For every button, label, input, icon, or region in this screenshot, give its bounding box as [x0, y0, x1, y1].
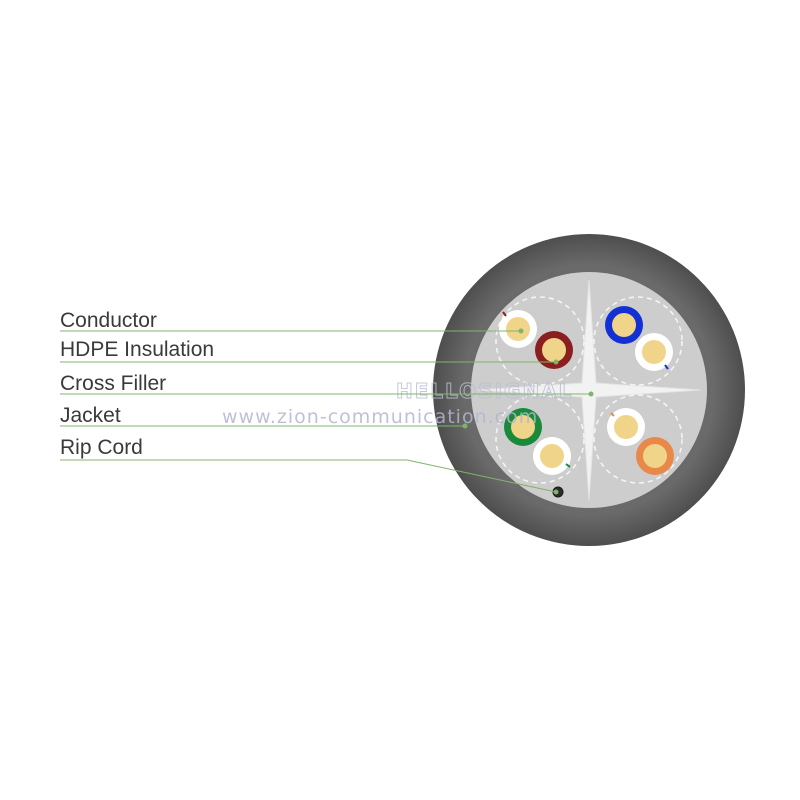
- label-conductor: Conductor: [60, 309, 157, 332]
- pair-orange: [607, 408, 674, 475]
- conductor-core: [614, 415, 638, 439]
- conductor-core: [506, 317, 530, 341]
- conductor-core: [540, 444, 564, 468]
- pair-brown: [499, 310, 573, 369]
- conductor-core: [612, 313, 636, 337]
- watermark-url: www.zion-communication.com: [222, 406, 538, 428]
- callout-cross-filler: Cross Filler: [60, 372, 594, 397]
- label-rip-cord: Rip Cord: [60, 436, 143, 459]
- cross-filler: [477, 279, 701, 501]
- conductor-core: [643, 444, 667, 468]
- label-jacket: Jacket: [60, 404, 121, 427]
- conductor-core: [542, 338, 566, 362]
- conductor-core: [642, 340, 666, 364]
- callout-rip-cord: Rip Cord: [60, 436, 559, 495]
- label-hdpe-insulation: HDPE Insulation: [60, 338, 214, 361]
- callout-jacket: Jacket: [60, 404, 468, 429]
- pair-blue: [605, 306, 673, 371]
- watermark-brand: HELLOSIGNAL: [396, 379, 573, 403]
- label-cross-filler: Cross Filler: [60, 372, 166, 395]
- callout-conductor: Conductor: [60, 309, 524, 334]
- callout-hdpe-insulation: HDPE Insulation: [60, 338, 559, 365]
- pair-green: [504, 408, 571, 475]
- conductor-core: [511, 415, 535, 439]
- pair-boundaries: [495, 296, 683, 484]
